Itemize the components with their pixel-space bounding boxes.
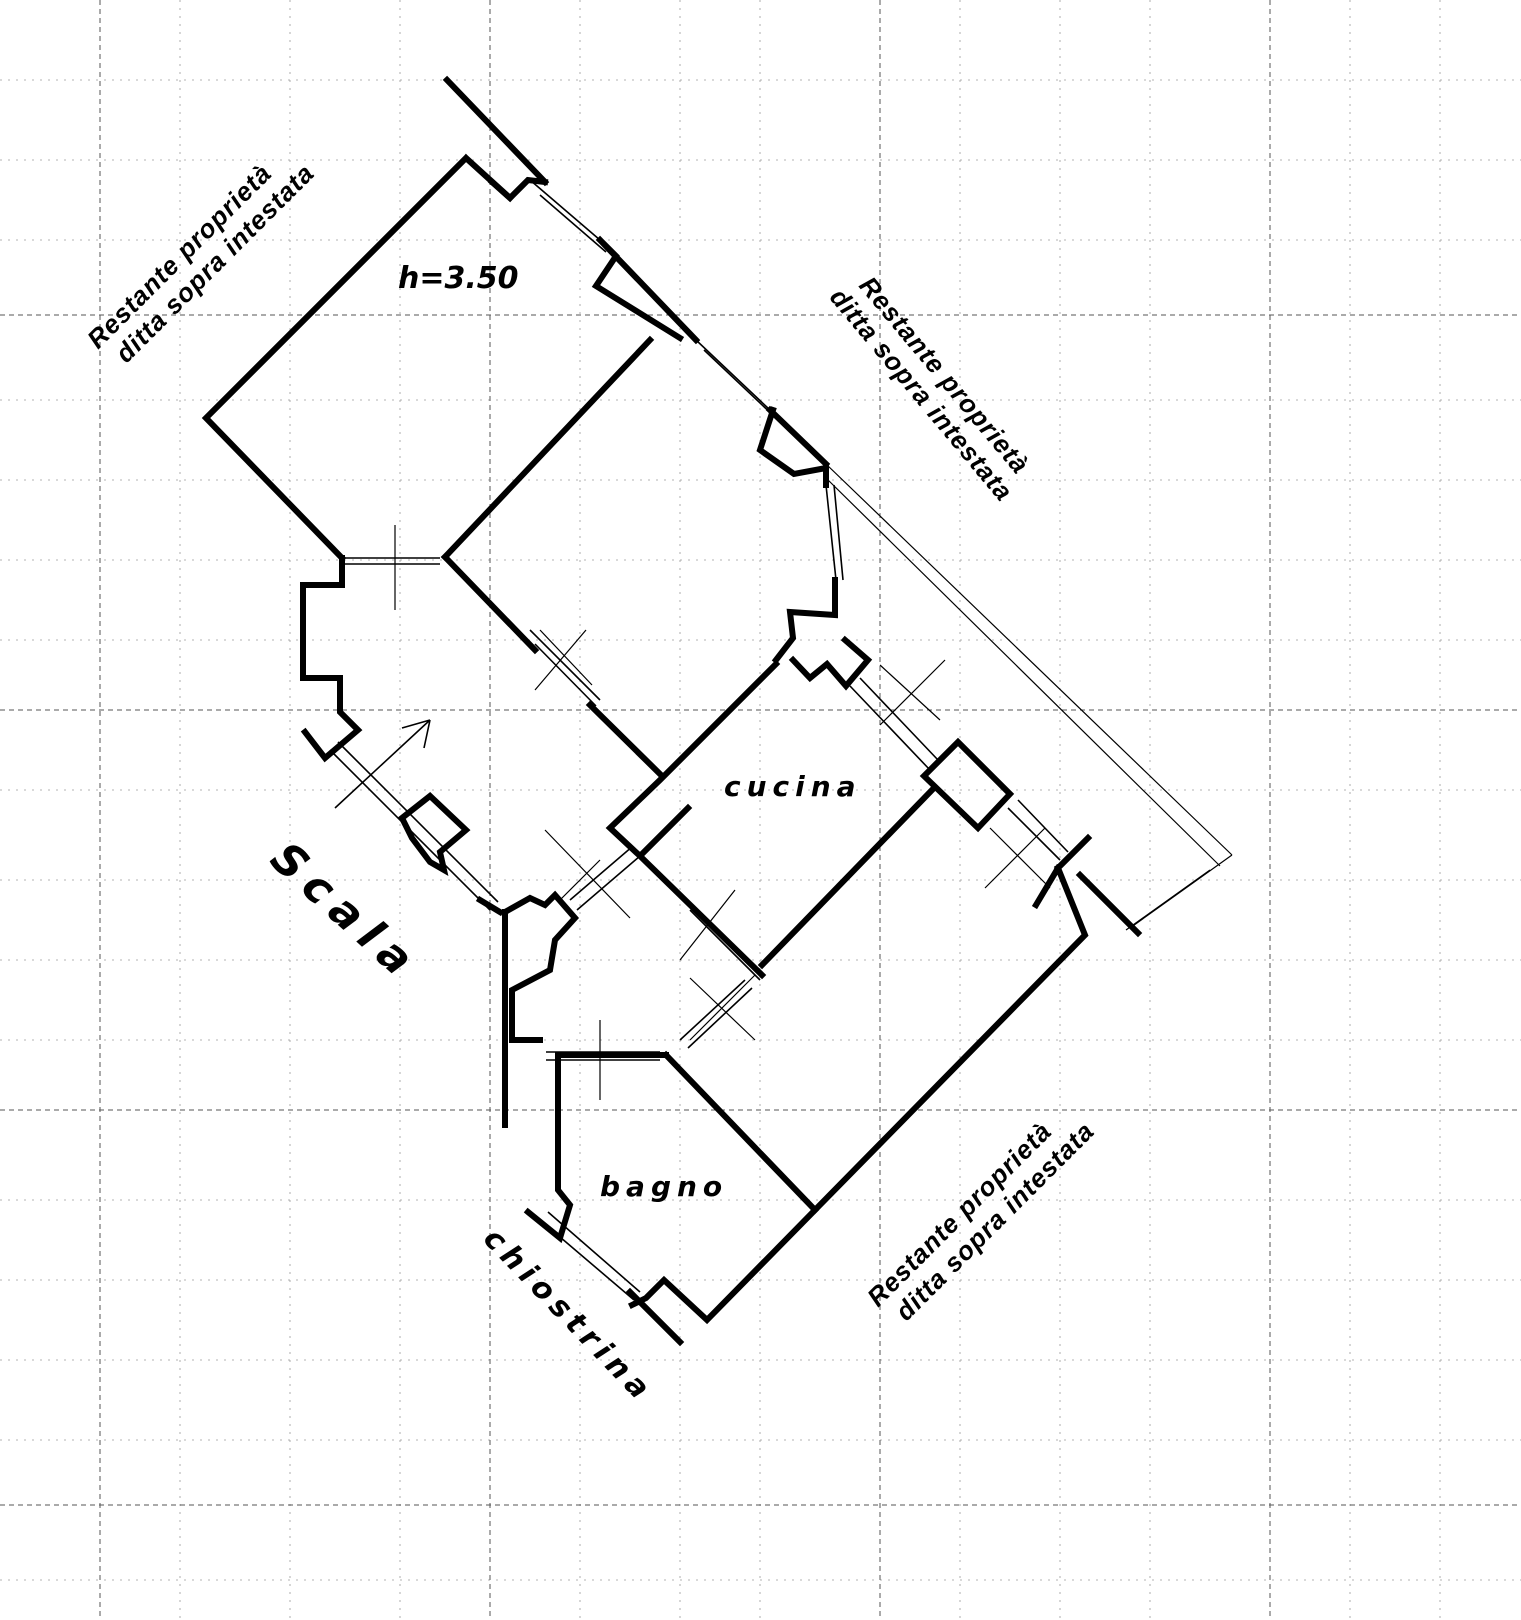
neighbour-label-line1: Restante proprietà bbox=[861, 1116, 1057, 1312]
central-walls bbox=[500, 890, 580, 1128]
entrance-arrow-icon bbox=[334, 719, 431, 809]
neighbour-label-line1: Restante proprietà bbox=[853, 271, 1035, 480]
niche-walls bbox=[756, 406, 838, 665]
height-note: h=3.50 bbox=[398, 261, 519, 296]
dimension-lines bbox=[825, 463, 1233, 931]
facade-wall-lower bbox=[1031, 833, 1143, 938]
kitchen-label: cucina bbox=[724, 770, 862, 803]
corridor-walls bbox=[440, 552, 665, 779]
room-top-left-walls bbox=[201, 153, 655, 563]
kitchen-cupboard bbox=[919, 737, 1015, 833]
neighbour-label-line1: Restante proprietà bbox=[81, 158, 277, 354]
kitchen-walls bbox=[605, 659, 937, 980]
bathroom-label: bagno bbox=[600, 1170, 728, 1203]
niche-walls-2 bbox=[788, 635, 873, 691]
neighbour-label-line2: ditta sopra intestata bbox=[889, 1116, 1100, 1327]
facade-wall-upper bbox=[442, 75, 831, 469]
right-room-walls bbox=[661, 864, 1089, 1215]
neighbour-label-right: Restante proprietà ditta sopra intestata bbox=[824, 271, 1036, 507]
entrance-walls bbox=[300, 555, 363, 763]
stair-label: Scala bbox=[261, 832, 431, 992]
courtyard-label: chiostrina bbox=[476, 1221, 660, 1410]
stair-walls bbox=[398, 792, 471, 876]
openings bbox=[329, 179, 1069, 1301]
neighbour-label-line2: ditta sopra intestata bbox=[824, 282, 1019, 507]
bathroom-walls bbox=[523, 1052, 820, 1347]
central-walls-2 bbox=[475, 895, 505, 917]
